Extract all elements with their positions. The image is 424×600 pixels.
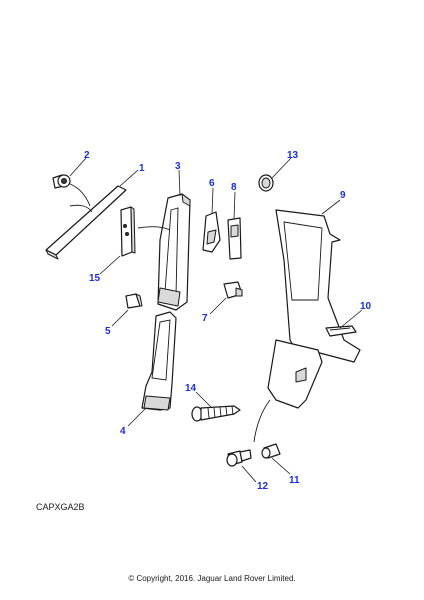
part-10-seal [325, 325, 357, 337]
part-15-bracket [120, 206, 136, 257]
callout-15: 15 [89, 273, 101, 284]
callout-labels: 1 2 3 4 5 6 7 8 9 10 11 12 13 14 15 [84, 150, 372, 492]
callout-7: 7 [202, 313, 208, 324]
part-9-b-pillar-trim [253, 209, 361, 443]
callout-6: 6 [209, 178, 215, 189]
part-4-lower-pillar-trim [141, 311, 177, 411]
callout-10: 10 [360, 301, 372, 312]
part-1-trim-strip [45, 185, 127, 260]
part-13-grommet [258, 174, 274, 192]
callout-2: 2 [84, 150, 90, 161]
callout-9: 9 [340, 190, 346, 201]
callout-1: 1 [139, 163, 145, 174]
part-7-clip [223, 281, 243, 299]
callout-5: 5 [105, 326, 111, 337]
part-6-clip [202, 211, 221, 253]
callout-12: 12 [257, 481, 269, 492]
callout-13: 13 [287, 150, 299, 161]
copyright-notice: © Copyright, 2016. Jaguar Land Rover Lim… [128, 574, 296, 583]
part-8-clip [227, 217, 242, 260]
callout-8: 8 [231, 182, 237, 193]
callout-11: 11 [289, 475, 300, 486]
callout-4: 4 [120, 426, 126, 437]
part-14-screw [191, 405, 241, 422]
part-2-clip [52, 174, 91, 207]
part-3-pillar-trim [137, 193, 191, 311]
callout-3: 3 [175, 161, 181, 172]
part-5-clip [125, 293, 143, 309]
leader-lines [69, 157, 363, 483]
diagram-reference-code: CAPXGA2B [36, 502, 85, 512]
part-12-bolt [226, 449, 252, 467]
part-11-spacer [261, 443, 281, 459]
callout-14: 14 [185, 383, 197, 394]
